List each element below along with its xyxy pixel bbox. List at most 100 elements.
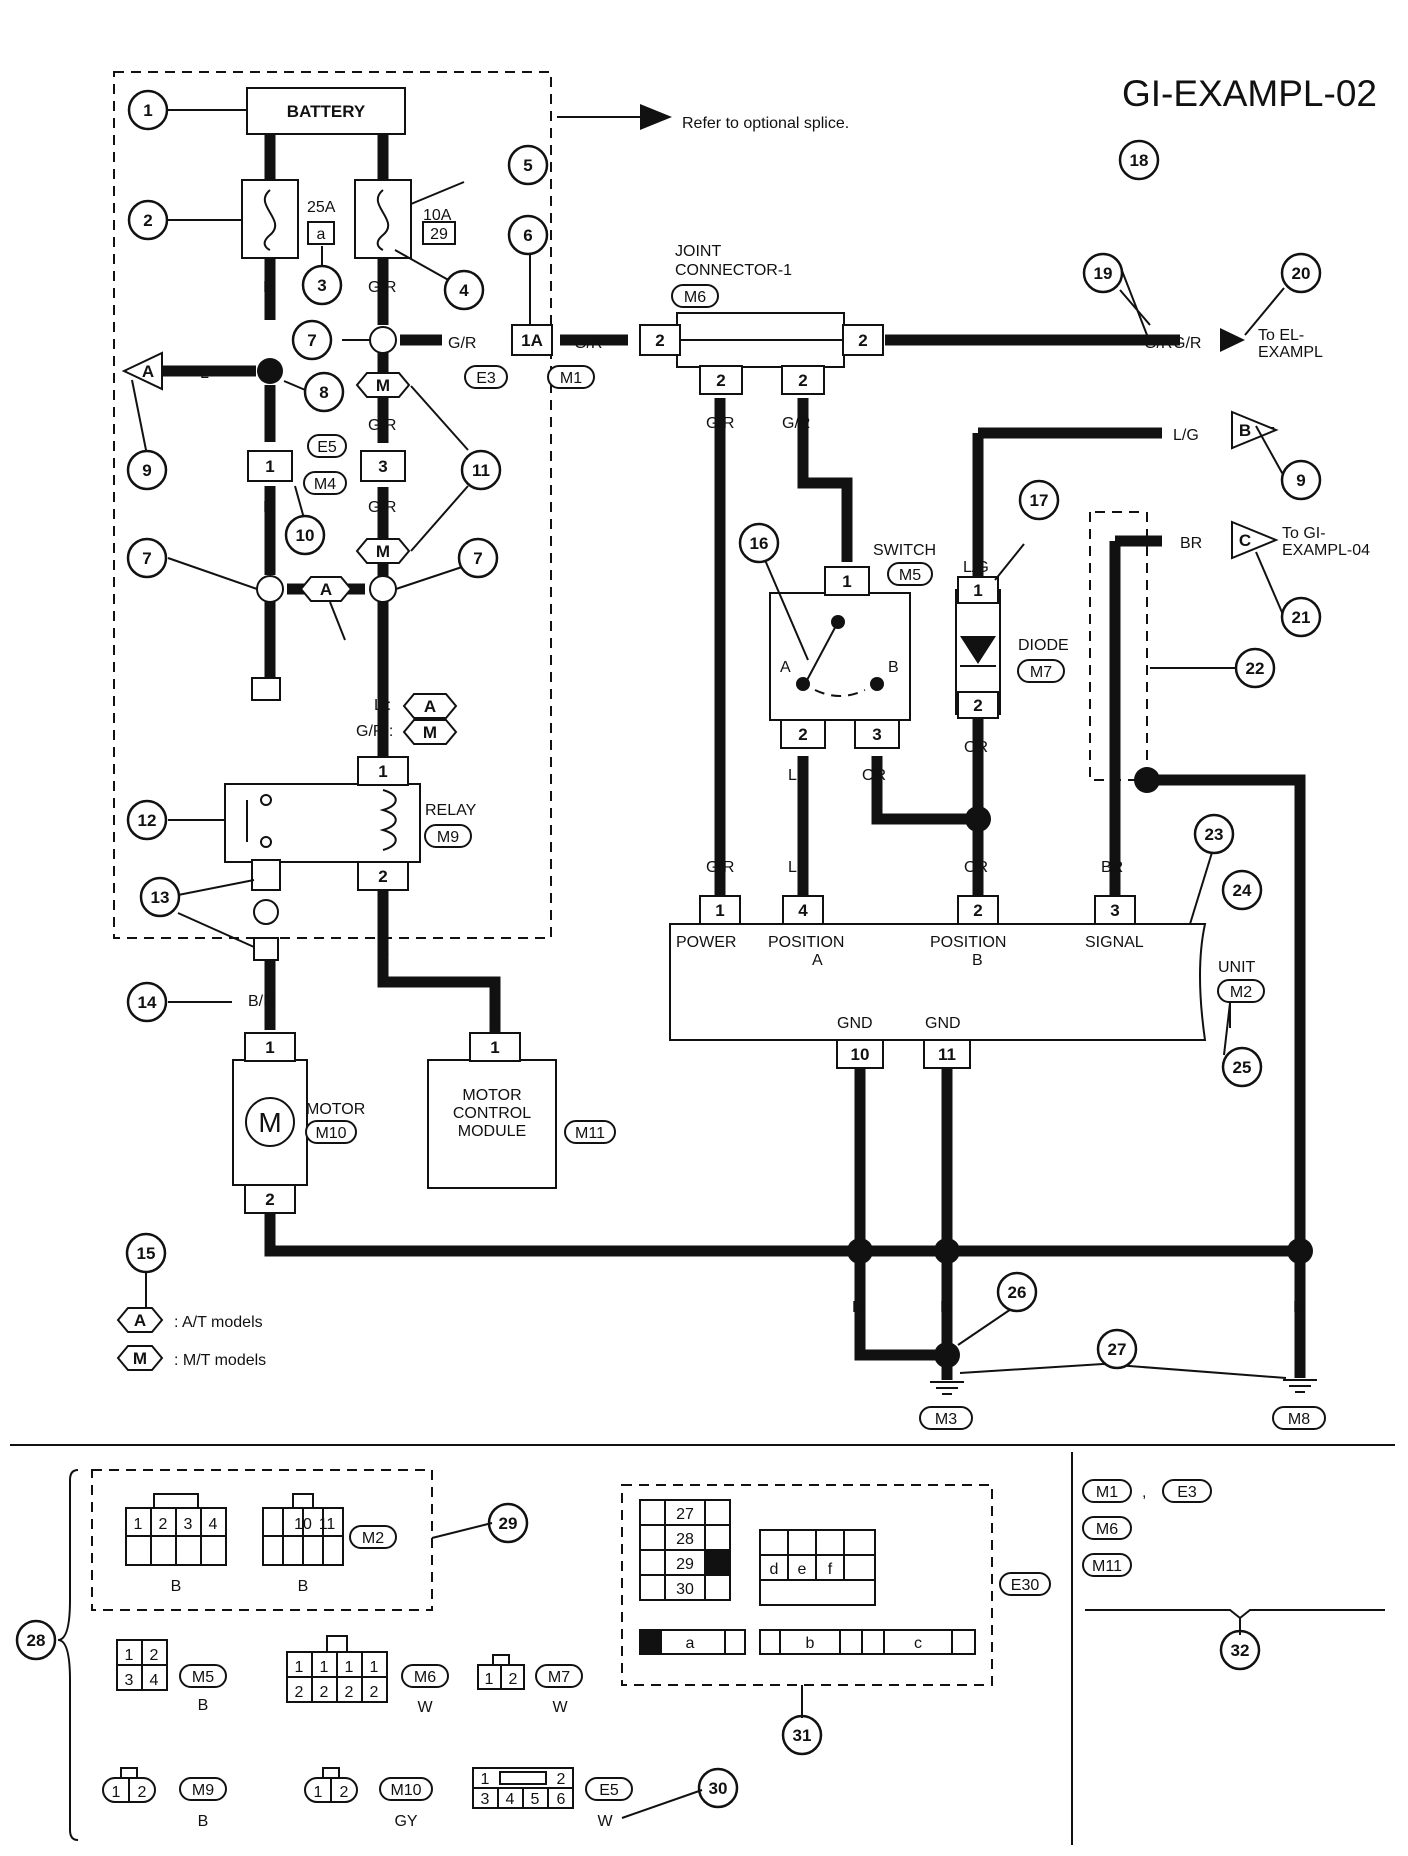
unit-position-a-sub: A xyxy=(812,952,823,969)
wire-label-lg-sw: LG xyxy=(788,767,809,784)
wire-shield-ground xyxy=(1147,774,1306,1255)
svg-text:f: f xyxy=(828,1561,833,1578)
fuse-10a xyxy=(354,179,412,259)
switch-pin2-num: 2 xyxy=(798,725,807,744)
callout-number: 2 xyxy=(143,211,152,230)
fuse-block-view xyxy=(621,1484,993,1686)
legend-m1-tag xyxy=(1082,1479,1132,1503)
wire-label-r-1: R xyxy=(378,942,390,959)
joint-pin2-left-num: 2 xyxy=(655,331,664,350)
connector-view-m5: 1 2 3 4 xyxy=(116,1639,168,1691)
joint-label-2: CONNECTOR-1 xyxy=(675,262,792,279)
svg-text:2: 2 xyxy=(295,1684,304,1701)
m10-view-tag xyxy=(379,1777,433,1801)
tag-b-triangle: B xyxy=(1231,410,1279,450)
e5-color: W xyxy=(597,1813,613,1830)
callout-number: 28 xyxy=(27,1631,46,1650)
switch-id: M5 xyxy=(899,567,921,584)
connector-m1-tag xyxy=(547,365,595,389)
connector-view-m7: 1 2 xyxy=(477,1654,525,1690)
wire-to-switch xyxy=(797,398,853,562)
refer-text: Refer to optional splice. xyxy=(682,115,849,132)
m2-view-id: M2 xyxy=(362,1530,384,1547)
splice-gnd-3 xyxy=(1287,1238,1313,1264)
wire-label-gr-2: G/R xyxy=(448,335,476,352)
svg-text:2: 2 xyxy=(509,1671,518,1688)
joint-pin2-bot-1-num: 2 xyxy=(716,371,725,390)
svg-text:M: M xyxy=(423,723,437,742)
wire-label-b-2: B xyxy=(940,1299,951,1316)
svg-text:2: 2 xyxy=(345,1684,354,1701)
wire-label-br-motor: B/R xyxy=(248,993,275,1010)
fuse-block-number-grid: 27 28 29 30 xyxy=(639,1499,731,1601)
wire-label-lg-b: L/G xyxy=(1173,427,1199,444)
callout-number: 16 xyxy=(750,534,769,553)
callout-23: 23 xyxy=(1193,813,1235,855)
callout-number: 24 xyxy=(1233,881,1252,900)
svg-text:4: 4 xyxy=(506,1791,515,1808)
joint-id: M6 xyxy=(684,289,706,306)
legend-mt-tag: M xyxy=(116,1345,164,1371)
battery-box xyxy=(246,87,406,135)
switch-label-b: B xyxy=(888,659,899,676)
e30-tag xyxy=(999,1572,1051,1596)
svg-text:3: 3 xyxy=(184,1516,193,1533)
m6-color: W xyxy=(417,1699,433,1716)
connector-view-e5: 1 2 3 4 5 6 xyxy=(472,1767,574,1809)
relay-id: M9 xyxy=(437,829,459,846)
svg-text:2: 2 xyxy=(370,1684,379,1701)
ground-m3-tag xyxy=(919,1406,973,1430)
optional-splice-1 xyxy=(369,326,397,354)
battery-label: BATTERY xyxy=(287,102,366,121)
wire-label-l-2: L xyxy=(200,365,209,382)
switch-lever xyxy=(805,621,839,683)
to-el-label-1: To EL- xyxy=(1258,327,1304,344)
legend-m6-tag xyxy=(1082,1516,1132,1540)
unit-position-b-label: POSITION xyxy=(930,934,1006,951)
svg-text:1: 1 xyxy=(112,1784,121,1801)
switch-label-a: A xyxy=(780,659,791,676)
callout-number: 8 xyxy=(319,383,328,402)
callout-leaders xyxy=(131,109,1287,1379)
mcm-pin1-num: 1 xyxy=(490,1038,499,1057)
ground-m8-tag xyxy=(1272,1406,1326,1430)
unit-pin11 xyxy=(923,1039,971,1069)
joint-pin2-right xyxy=(842,324,884,356)
callout-13: 13 xyxy=(139,876,181,918)
callout-number: 32 xyxy=(1231,1641,1250,1660)
callout-5: 5 xyxy=(507,144,549,186)
svg-text:10: 10 xyxy=(294,1516,312,1533)
relay-pin1 xyxy=(357,756,409,786)
motor-pin1-num: 1 xyxy=(265,1038,274,1057)
svg-text:1: 1 xyxy=(134,1516,143,1533)
unit-pin10 xyxy=(836,1039,884,1069)
fuse-25a xyxy=(241,179,299,259)
splice-point-l xyxy=(257,358,283,384)
switch-label: SWITCH xyxy=(873,542,936,559)
to-gi-label-1: To GI- xyxy=(1282,525,1326,542)
connector-view-m10: 1 2 xyxy=(304,1767,358,1803)
diode-pin1-num: 1 xyxy=(973,581,982,600)
legend-bracket xyxy=(1085,1609,1385,1620)
unit-pin4 xyxy=(782,895,824,925)
m2-left-color: B xyxy=(171,1578,182,1595)
svg-text:5: 5 xyxy=(531,1791,540,1808)
callout-number: 11 xyxy=(472,461,490,480)
callout-number: 9 xyxy=(1296,471,1305,490)
svg-text:C: C xyxy=(1239,531,1251,550)
relay-contact-point-1 xyxy=(260,794,272,806)
tag-a-1: A xyxy=(299,576,353,602)
connector-view-m2-right: 10 11 xyxy=(262,1493,344,1566)
wire-label-gr-out: G/R xyxy=(1144,335,1172,352)
ground-m8-id: M8 xyxy=(1288,1411,1310,1428)
switch-pin1 xyxy=(824,566,870,596)
switch-id-tag xyxy=(887,562,933,586)
callout-7-2: 7 xyxy=(126,537,168,579)
svg-text:2: 2 xyxy=(340,1784,349,1801)
relay-terminal-bottom xyxy=(251,859,281,891)
mcm-label-3: MODULE xyxy=(458,1123,526,1140)
wire-label-r-2: R xyxy=(489,1015,501,1032)
callout-24: 24 xyxy=(1221,869,1263,911)
callout-number: 31 xyxy=(793,1726,812,1745)
